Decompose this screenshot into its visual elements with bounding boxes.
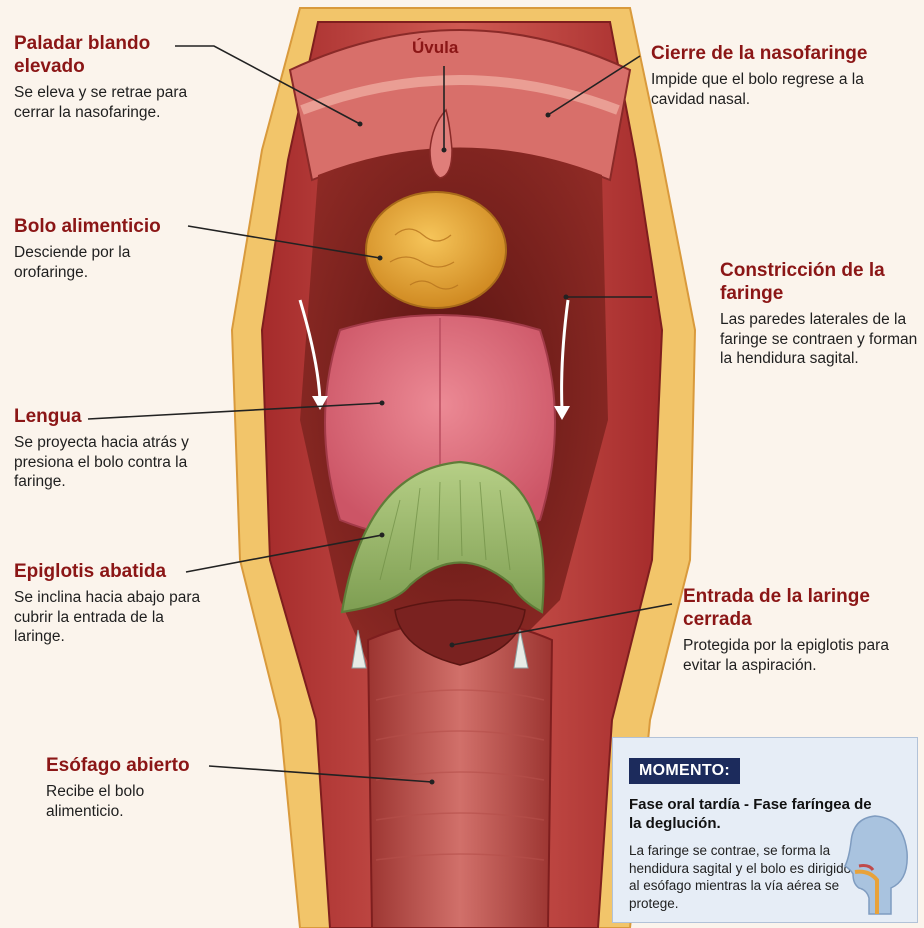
label-tongue: Lengua Se proyecta hacia atrás y presion… <box>14 405 214 492</box>
food-bolus <box>366 192 506 308</box>
label-soft-palate-title: Paladar blando elevado <box>14 32 214 78</box>
moment-badge: MOMENTO: <box>629 758 740 784</box>
label-larynx-entrance: Entrada de la laringe cerrada Protegida … <box>683 585 903 675</box>
label-nasopharynx-closure-title: Cierre de la nasofaringe <box>651 42 911 65</box>
moment-desc: La faringe se contrae, se forma la hendi… <box>629 842 854 912</box>
label-soft-palate: Paladar blando elevado Se eleva y se ret… <box>14 32 214 122</box>
moment-title: Fase oral tardía - Fase faríngea de la d… <box>629 795 879 833</box>
moment-box: MOMENTO: Fase oral tardía - Fase farínge… <box>612 737 918 923</box>
label-epiglottis-title: Epiglotis abatida <box>14 560 204 583</box>
label-pharynx-constriction: Constricción de la faringe Las paredes l… <box>720 259 920 369</box>
label-esophagus: Esófago abierto Recibe el bolo alimentic… <box>46 754 206 821</box>
label-pharynx-constriction-desc: Las paredes laterales de la faringe se c… <box>720 310 920 369</box>
label-epiglottis: Epiglotis abatida Se inclina hacia abajo… <box>14 560 204 647</box>
label-soft-palate-desc: Se eleva y se retrae para cerrar la naso… <box>14 83 214 122</box>
label-esophagus-desc: Recibe el bolo alimenticio. <box>46 782 206 821</box>
label-bolus-title: Bolo alimenticio <box>14 215 184 238</box>
head-profile-icon <box>843 808 913 918</box>
label-tongue-desc: Se proyecta hacia atrás y presiona el bo… <box>14 433 214 492</box>
label-uvula-title: Úvula <box>412 36 482 59</box>
label-larynx-entrance-title: Entrada de la laringe cerrada <box>683 585 903 631</box>
label-bolus-desc: Desciende por la orofaringe. <box>14 243 184 282</box>
label-epiglottis-desc: Se inclina hacia abajo para cubrir la en… <box>14 588 204 647</box>
label-pharynx-constriction-title: Constricción de la faringe <box>720 259 920 305</box>
label-uvula: Úvula <box>412 36 482 59</box>
label-tongue-title: Lengua <box>14 405 214 428</box>
label-larynx-entrance-desc: Protegida por la epiglotis para evitar l… <box>683 636 903 675</box>
label-nasopharynx-closure: Cierre de la nasofaringe Impide que el b… <box>651 42 911 109</box>
label-nasopharynx-closure-desc: Impide que el bolo regrese a la cavidad … <box>651 70 911 109</box>
label-bolus: Bolo alimenticio Desciende por la orofar… <box>14 215 184 282</box>
label-esophagus-title: Esófago abierto <box>46 754 206 777</box>
